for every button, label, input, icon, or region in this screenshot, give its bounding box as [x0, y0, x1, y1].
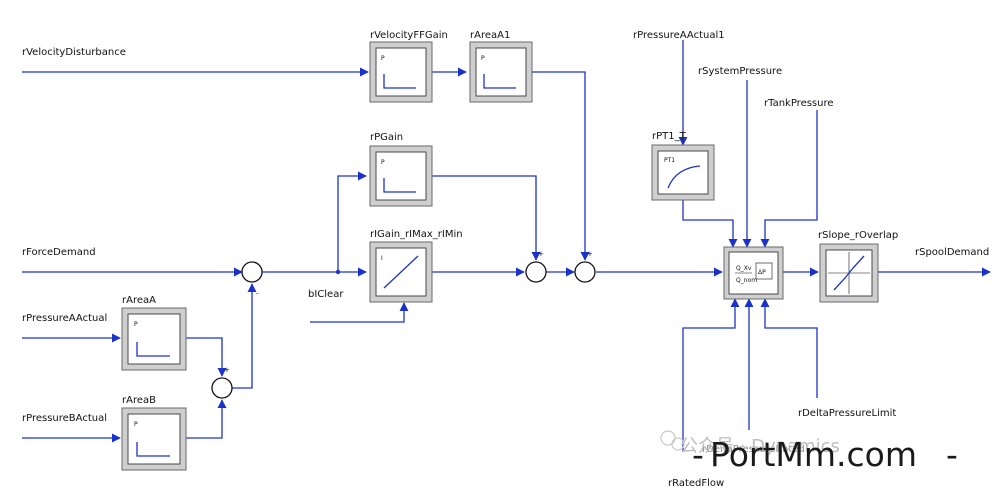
sum-sign-minus: - [224, 404, 227, 412]
label-slope-overlap: rSlope_rOverlap [818, 230, 898, 241]
watermark-prefix: - [692, 435, 704, 474]
label-p-gain: rPGain [370, 132, 403, 143]
wechat-icon [660, 430, 676, 446]
wire-rated-flow [682, 298, 740, 452]
flow-calc-top-glyph: Q_Xv [736, 265, 752, 272]
proportional-icon [136, 342, 170, 357]
block-area-a1[interactable]: P [469, 41, 533, 103]
flow-calc-bottom-glyph: Q_nom [736, 277, 757, 284]
wire-feedback-to-sum [232, 283, 257, 389]
wire-tank-pressure [760, 110, 818, 248]
label-velocity-ff-gain: rVelocityFFGain [370, 30, 448, 41]
wire-iclear [310, 302, 409, 323]
signal-labels: rVelocityDisturbance rForceDemand rPress… [22, 30, 989, 489]
proportional-icon [483, 74, 516, 89]
wire-areaa-to-sum [186, 337, 227, 377]
proportional-icon [136, 442, 170, 457]
sum-junction-pi: + [525, 250, 547, 283]
proportional-icon [383, 178, 416, 193]
label-pt1: rPT1_T [652, 131, 687, 142]
block-glyph: P [381, 159, 385, 166]
label-system-pressure: rSystemPressure [698, 66, 782, 77]
wire-areaa1-to-sum [532, 71, 590, 261]
label-delta-pressure-limit: rDeltaPressureLimit [798, 408, 896, 419]
label-velocity-disturbance: rVelocityDisturbance [22, 47, 126, 58]
signal-wires [22, 40, 991, 452]
wire-delta-pressure-limit [760, 298, 818, 398]
overlap-curve-icon [833, 255, 865, 291]
sum-junction-error: - [241, 261, 263, 298]
wire-error-to-pgain [337, 171, 367, 272]
block-glyph: PT1 [664, 157, 675, 164]
label-i-clear: bIClear [308, 289, 344, 300]
sum-sign-plus: + [587, 250, 593, 258]
wire-pt1-to-flowcalc [682, 200, 738, 248]
sum-sign-minus: - [256, 290, 259, 298]
label-tank-pressure: rTankPressure [764, 98, 834, 109]
label-spool-demand: rSpoolDemand [915, 247, 989, 258]
label-pressure-a-actual: rPressureAActual [22, 313, 107, 324]
first-order-lag-icon [667, 165, 701, 189]
block-glyph: P [481, 55, 485, 62]
block-slope-overlap[interactable] [819, 243, 879, 303]
sum-sign-plus: + [224, 366, 230, 374]
watermark-text: PortMm.com [710, 435, 917, 474]
label-area-b: rAreaB [122, 395, 156, 406]
label-pressure-a-actual1: rPressureAActual1 [633, 30, 725, 41]
block-area-a[interactable]: P [121, 307, 187, 371]
label-rated-flow: rRatedFlow [668, 478, 724, 489]
block-area-b[interactable]: P [121, 407, 187, 471]
sum-junction-ff: + [574, 250, 596, 283]
block-glyph: P [134, 321, 138, 328]
label-pressure-b-actual: rPressureBActual [22, 413, 107, 424]
sum-junction-area: + - [211, 366, 233, 412]
block-glyph: P [381, 55, 385, 62]
label-force-demand: rForceDemand [22, 247, 96, 258]
watermark: 公众号 · Dynamics - PortMm.com - [660, 430, 958, 474]
block-glyph: I [381, 255, 383, 262]
label-area-a: rAreaA [122, 295, 156, 306]
block-p-gain[interactable]: P [369, 145, 433, 207]
label-delta-pressure-rated: rDeltaPressureRated [702, 444, 805, 455]
watermark-suffix: - [946, 435, 958, 474]
block-velocity-ff-gain[interactable]: P [369, 41, 433, 103]
wire-pgain-to-sum [432, 175, 541, 261]
label-area-a1: rAreaA1 [470, 30, 510, 41]
block-i-gain[interactable]: I [369, 241, 433, 303]
sum-sign-plus: + [538, 250, 544, 258]
watermark-faint-text: 公众号 · Dynamics [680, 436, 840, 457]
label-i-gain: rIGain_rIMax_rIMin [370, 229, 463, 240]
block-glyph: P [134, 421, 138, 428]
flow-calc-right-glyph: ΔP [758, 269, 766, 276]
block-flow-calc[interactable]: Q_Xv Q_nom ΔP [723, 246, 784, 300]
integrator-icon [383, 255, 419, 289]
block-pt1[interactable]: PT1 [651, 144, 715, 201]
wire-areab-to-sum [186, 399, 227, 439]
proportional-icon [383, 74, 416, 89]
branch-point [335, 269, 341, 275]
